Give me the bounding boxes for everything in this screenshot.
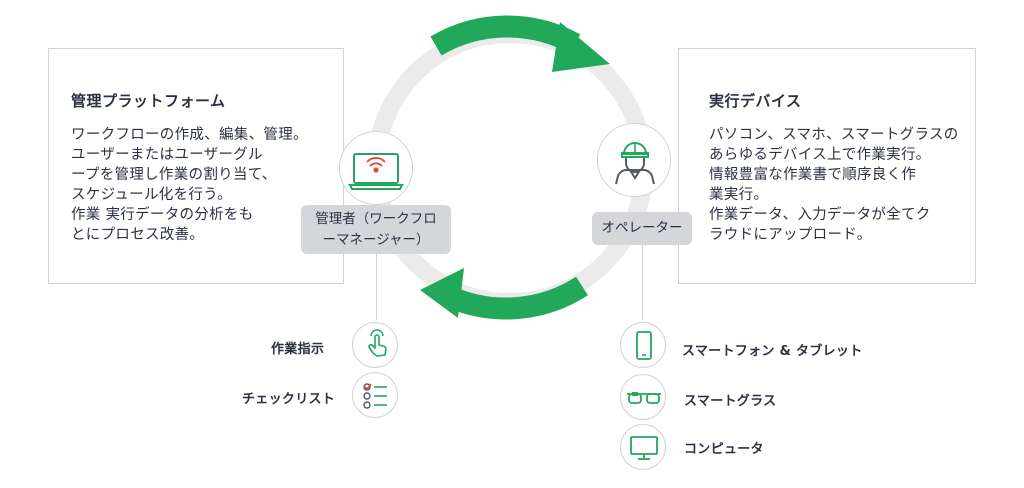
worker-icon: [615, 142, 655, 185]
checklist-label: チェックリスト: [242, 392, 336, 407]
task-instruction-circle: [352, 322, 398, 368]
checklist-circle: [352, 372, 398, 418]
laptop-icon: [348, 153, 404, 190]
manager-role-label: 管理者（ワークフロ ーマネージャー）: [301, 205, 451, 254]
smartphone-label: スマートフォン & タブレット: [682, 344, 863, 359]
computer-label: コンピュータ: [684, 442, 764, 457]
operator-circle: [597, 123, 671, 197]
operator-role-label: オペレーター: [592, 212, 692, 245]
smartphone-circle: [620, 322, 666, 368]
platform-card: 管理プラットフォーム ワークフローの作成、編集、管理。 ユーザーまたはユーザーグ…: [48, 48, 344, 284]
cycle-arrowhead-bottom: [420, 268, 464, 318]
cycle-arrowhead-top: [552, 22, 610, 72]
checklist-icon: [363, 383, 387, 409]
manager-connector: [376, 254, 377, 320]
hand-pointer-icon: [368, 329, 387, 357]
devices-description: パソコン、スマホ、スマートグラスの あらゆるデバイス上で作業実行。 情報豊富な作…: [709, 127, 959, 243]
computer-circle: [620, 424, 666, 470]
smart-glasses-label: スマートグラス: [684, 394, 777, 409]
smart-glasses-circle: [620, 374, 666, 420]
platform-description: ワークフローの作成、編集、管理。 ユーザーまたはユーザーグル ープを管理し作業の…: [71, 127, 308, 243]
cycle-arrow-bottom: [443, 276, 588, 320]
monitor-icon: [630, 436, 658, 460]
devices-card: 実行デバイス パソコン、スマホ、スマートグラスの あらゆるデバイス上で作業実行。…: [678, 48, 976, 284]
task-instruction-label: 作業指示: [271, 342, 325, 357]
manager-circle: [339, 131, 413, 205]
smartphone-icon: [636, 331, 652, 360]
platform-title: 管理プラットフォーム: [71, 92, 226, 110]
smart-glasses-icon: [627, 392, 661, 404]
operator-connector: [642, 245, 643, 320]
devices-title: 実行デバイス: [709, 92, 802, 110]
